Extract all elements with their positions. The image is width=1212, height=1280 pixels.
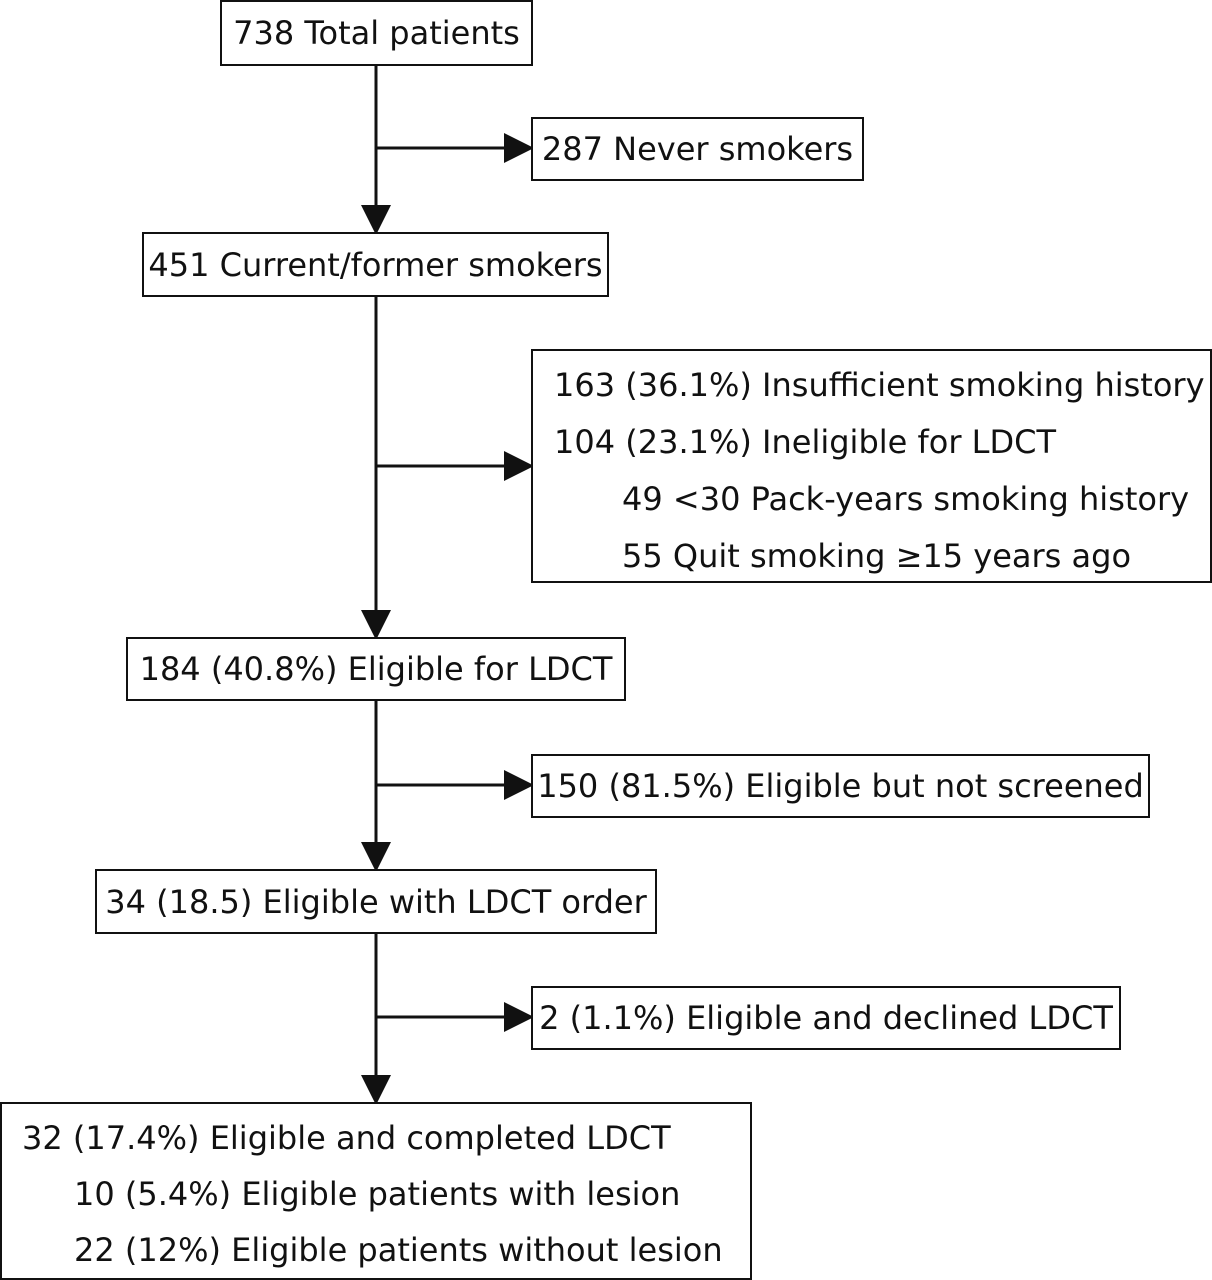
pack-years-label: 49 <30 Pack-years smoking history [622,480,1190,518]
total-patients-label: 738 Total patients [233,14,520,52]
with-lesion-label: 10 (5.4%) Eligible patients with lesion [74,1175,681,1213]
without-lesion-label: 22 (12%) Eligible patients without lesio… [74,1231,723,1269]
eligible-label: 184 (40.8%) Eligible for LDCT [139,650,613,688]
quit-smoking-label: 55 Quit smoking ≥15 years ago [622,537,1132,575]
declined-box: 2 (1.1%) Eligible and declined LDCT [531,986,1121,1050]
with-order-label: 34 (18.5) Eligible with LDCT order [105,882,647,921]
total-patients-box: 738 Total patients [220,0,533,66]
declined-label: 2 (1.1%) Eligible and declined LDCT [539,999,1113,1037]
current-former-smokers-box: 451 Current/former smokers [142,232,609,297]
insufficient-history-label: 163 (36.1%) Insufficient smoking history [554,366,1205,404]
completed-box: 32 (17.4%) Eligible and completed LDCT 1… [0,1102,752,1280]
current-former-smokers-label: 451 Current/former smokers [148,245,603,284]
ineligible-label: 104 (23.1%) Ineligible for LDCT [554,423,1057,461]
completed-label: 32 (17.4%) Eligible and completed LDCT [22,1119,671,1157]
excluded-box: 163 (36.1%) Insufficient smoking history… [531,349,1212,583]
not-screened-label: 150 (81.5%) Eligible but not screened [537,767,1144,805]
never-smokers-label: 287 Never smokers [541,130,854,168]
eligible-box: 184 (40.8%) Eligible for LDCT [126,637,626,701]
with-order-box: 34 (18.5) Eligible with LDCT order [95,869,657,934]
not-screened-box: 150 (81.5%) Eligible but not screened [531,754,1150,818]
never-smokers-box: 287 Never smokers [531,117,864,181]
